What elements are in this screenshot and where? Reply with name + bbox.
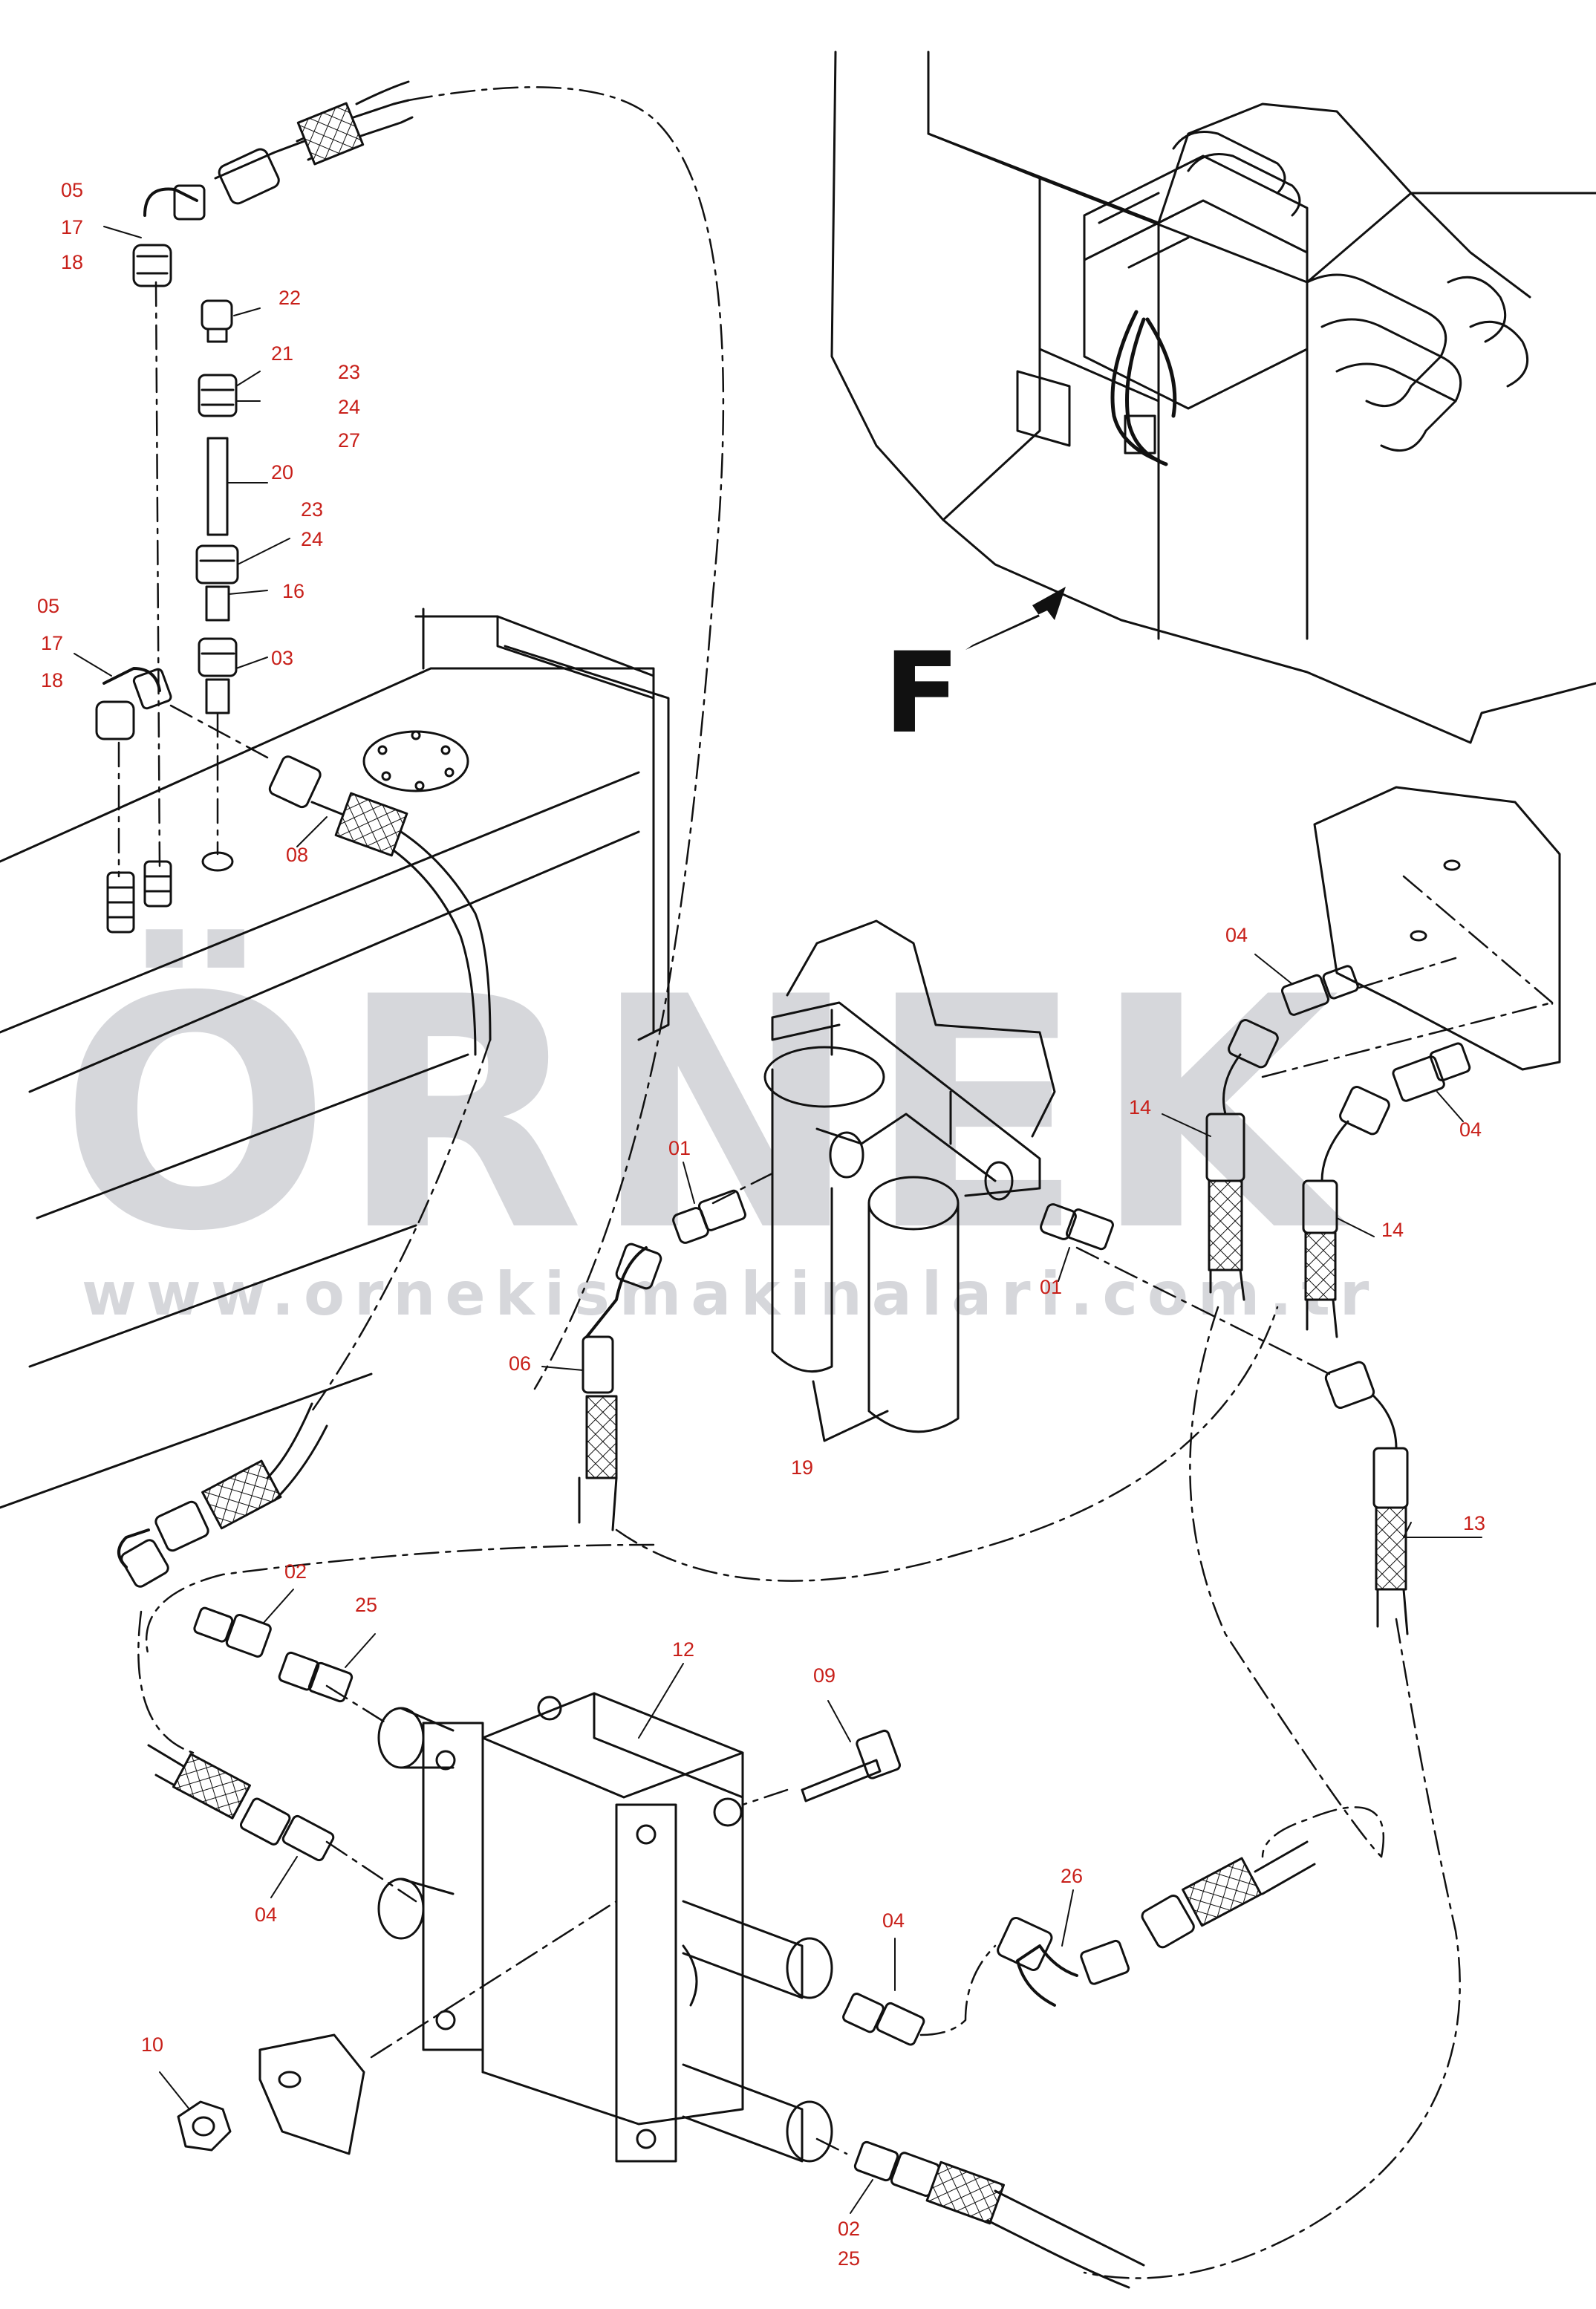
fitting-stack-top-left <box>95 80 492 1056</box>
callout-04-lower-middle: 04 <box>882 1909 905 1932</box>
callout-09: 09 <box>813 1664 836 1687</box>
routing-dashed-lines <box>117 86 1554 2279</box>
machine-valve-view <box>830 51 1596 744</box>
callout-01-left: 01 <box>668 1137 691 1159</box>
watermark-url: www.ornekismakinalari.com.tr <box>82 1260 1378 1329</box>
callout-20: 20 <box>271 461 293 483</box>
callout-18-upper: 18 <box>61 251 83 273</box>
callout-10: 10 <box>141 2033 163 2056</box>
callout-04-upper: 04 <box>1225 924 1248 946</box>
callout-04-lower-left: 04 <box>255 1903 277 1926</box>
valve-block <box>177 1692 1316 2289</box>
callout-21: 21 <box>271 342 293 365</box>
watermark-brand: ÖRNEK <box>59 926 1352 1301</box>
callout-01-right: 01 <box>1040 1276 1062 1298</box>
callout-14-left: 14 <box>1129 1096 1151 1118</box>
callout-02-upper: 02 <box>284 1560 307 1583</box>
callout-23-upper: 23 <box>338 361 360 383</box>
filter-assembly <box>578 919 1114 1531</box>
callout-27: 27 <box>338 429 360 452</box>
callout-17-lower: 17 <box>41 632 63 654</box>
callout-12: 12 <box>672 1638 694 1661</box>
hydraulic-tank <box>0 608 670 1509</box>
callout-24-upper: 24 <box>338 396 360 418</box>
callout-24-lower: 24 <box>301 528 323 550</box>
callout-25-lower: 25 <box>838 2247 860 2270</box>
callout-19: 19 <box>791 1456 813 1479</box>
callout-08: 08 <box>286 844 308 866</box>
callout-22: 22 <box>279 287 301 309</box>
right-hoses <box>1205 786 1561 1635</box>
callout-26: 26 <box>1061 1865 1083 1887</box>
callout-03: 03 <box>271 647 293 669</box>
callout-04-right: 04 <box>1459 1118 1482 1141</box>
view-direction-arrow-icon <box>965 587 1066 650</box>
callout-17-upper: 17 <box>61 216 83 238</box>
watermark: ÖRNEK www.ornekismakinalari.com.tr <box>59 926 1378 1329</box>
callout-13: 13 <box>1463 1512 1485 1534</box>
callout-05-upper: 05 <box>61 179 83 201</box>
callout-02-lower: 02 <box>838 2218 860 2240</box>
callout-labels: 05 17 18 22 21 23 24 27 20 23 24 16 03 0… <box>37 179 1485 2270</box>
callout-23-lower: 23 <box>301 498 323 521</box>
leader-lines <box>74 226 1482 2214</box>
view-letter: F <box>884 629 960 758</box>
callout-14-right: 14 <box>1381 1219 1404 1241</box>
view-f <box>965 587 1066 650</box>
callout-25-upper: 25 <box>355 1594 377 1616</box>
connector-01-right <box>1040 1203 1114 1251</box>
callout-06: 06 <box>509 1352 531 1375</box>
callout-18-lower: 18 <box>41 669 63 691</box>
connector-01-left <box>672 1189 746 1244</box>
lower-left-hoses <box>117 1402 354 1862</box>
callout-16: 16 <box>282 580 304 602</box>
callout-05-lower: 05 <box>37 595 59 617</box>
